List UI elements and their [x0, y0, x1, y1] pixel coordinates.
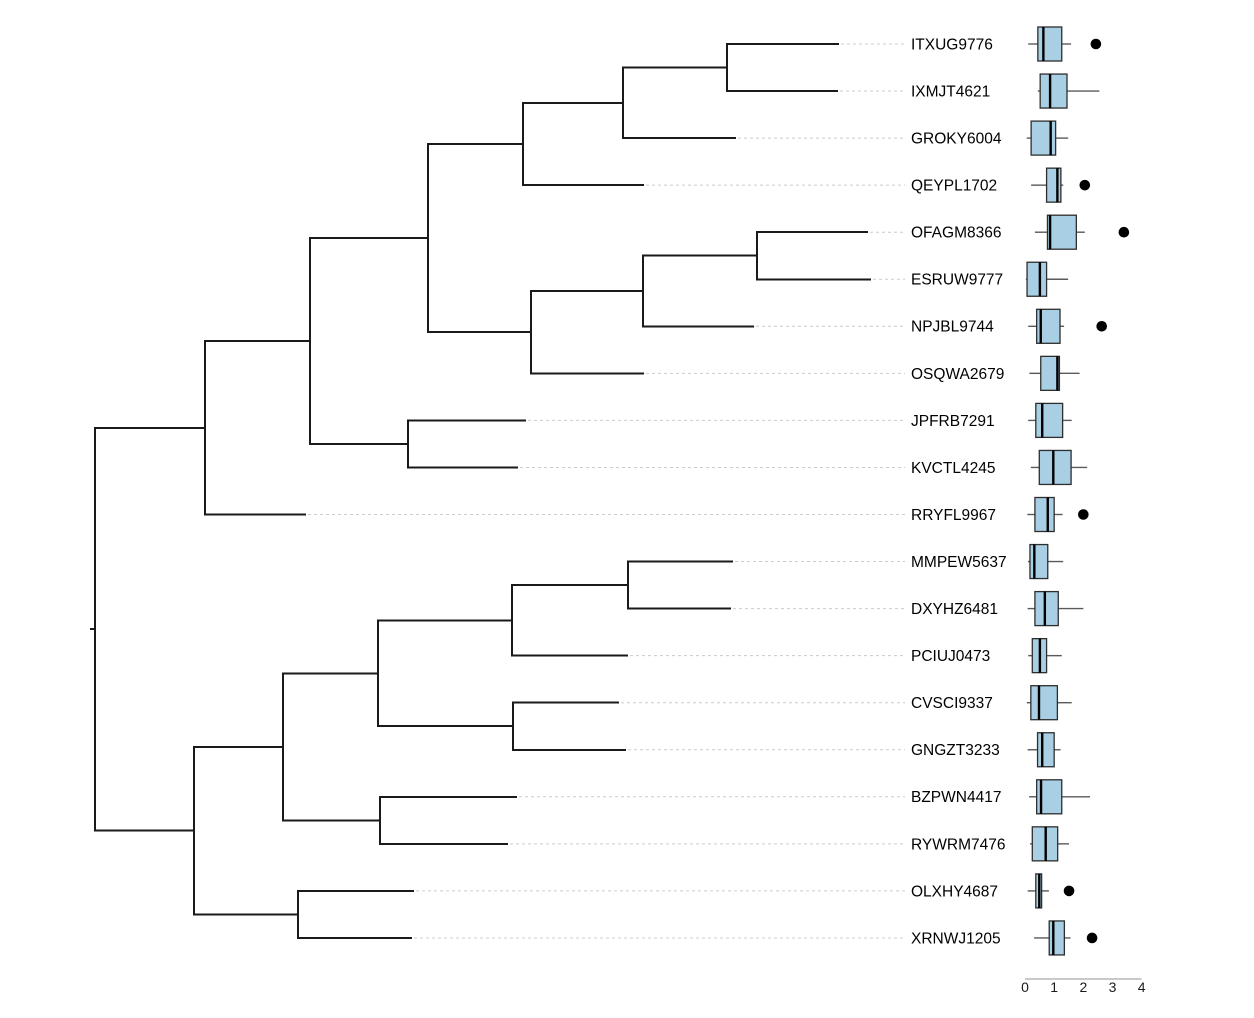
tree-layer: [90, 43, 871, 939]
tip-label: BZPWN4417: [911, 789, 1001, 806]
outlier-point: [1090, 38, 1102, 50]
tip-label: OSQWA2679: [911, 366, 1004, 383]
tip-label: XRNWJ1205: [911, 930, 1001, 947]
tip-label: MMPEW5637: [911, 554, 1007, 571]
box-iqr: [1046, 214, 1077, 250]
tip-label: RYWRM7476: [911, 836, 1005, 853]
box-iqr: [1029, 543, 1049, 580]
outlier-point: [1079, 179, 1091, 191]
box-iqr: [1034, 590, 1059, 627]
tip-label: ESRUW9777: [911, 272, 1003, 289]
leader-lines-layer: [308, 43, 905, 939]
box-iqr: [1030, 120, 1057, 156]
boxplot-layer: [1025, 26, 1130, 956]
tip-label: OFAGM8366: [911, 225, 1001, 242]
tip-label: RRYFL9967: [911, 507, 996, 524]
box-iqr: [1030, 685, 1059, 721]
box-iqr: [1039, 73, 1068, 109]
box-iqr: [1040, 355, 1061, 392]
axis-tick-label: 0: [1021, 979, 1029, 995]
box-iqr: [1045, 167, 1062, 203]
tip-label: CVSCI9337: [911, 695, 993, 712]
tip-label: NPJBL9744: [911, 319, 994, 336]
tip-label: GNGZT3233: [911, 742, 1000, 759]
outlier-point: [1096, 321, 1108, 332]
axis-layer: 0 1 2 3 4: [1021, 978, 1146, 995]
tip-label: QEYPL1702: [911, 178, 997, 195]
box-iqr: [1048, 920, 1066, 956]
outlier-point: [1063, 885, 1075, 897]
box-iqr: [1037, 26, 1063, 62]
tip-label: ITXUG9776: [911, 36, 993, 53]
box-iqr: [1038, 449, 1072, 486]
axis-tick-label: 2: [1079, 979, 1087, 995]
box-iqr: [1026, 261, 1048, 297]
box-iqr: [1036, 308, 1061, 344]
axis-tick-label: 1: [1050, 979, 1058, 995]
box-iqr: [1034, 496, 1055, 533]
outlier-point: [1078, 509, 1089, 520]
tip-label: JPFRB7291: [911, 413, 995, 430]
tip-label: IXMJT4621: [911, 83, 990, 100]
tip-label: KVCTL4245: [911, 460, 995, 477]
box-iqr: [1035, 402, 1064, 439]
tip-label: PCIUJ0473: [911, 648, 990, 665]
outlier-point: [1118, 226, 1130, 238]
outlier-point: [1086, 932, 1098, 944]
tip-label: DXYHZ6481: [911, 601, 998, 618]
axis-tick-label: 3: [1109, 979, 1117, 995]
tip-label: GROKY6004: [911, 131, 1002, 148]
box-iqr: [1036, 732, 1055, 768]
tip-labels-layer: ITXUG9776IXMJT4621GROKY6004QEYPL1702OFAG…: [911, 36, 1007, 947]
axis-tick-label: 4: [1138, 979, 1146, 995]
tip-label: OLXHY4687: [911, 883, 998, 900]
